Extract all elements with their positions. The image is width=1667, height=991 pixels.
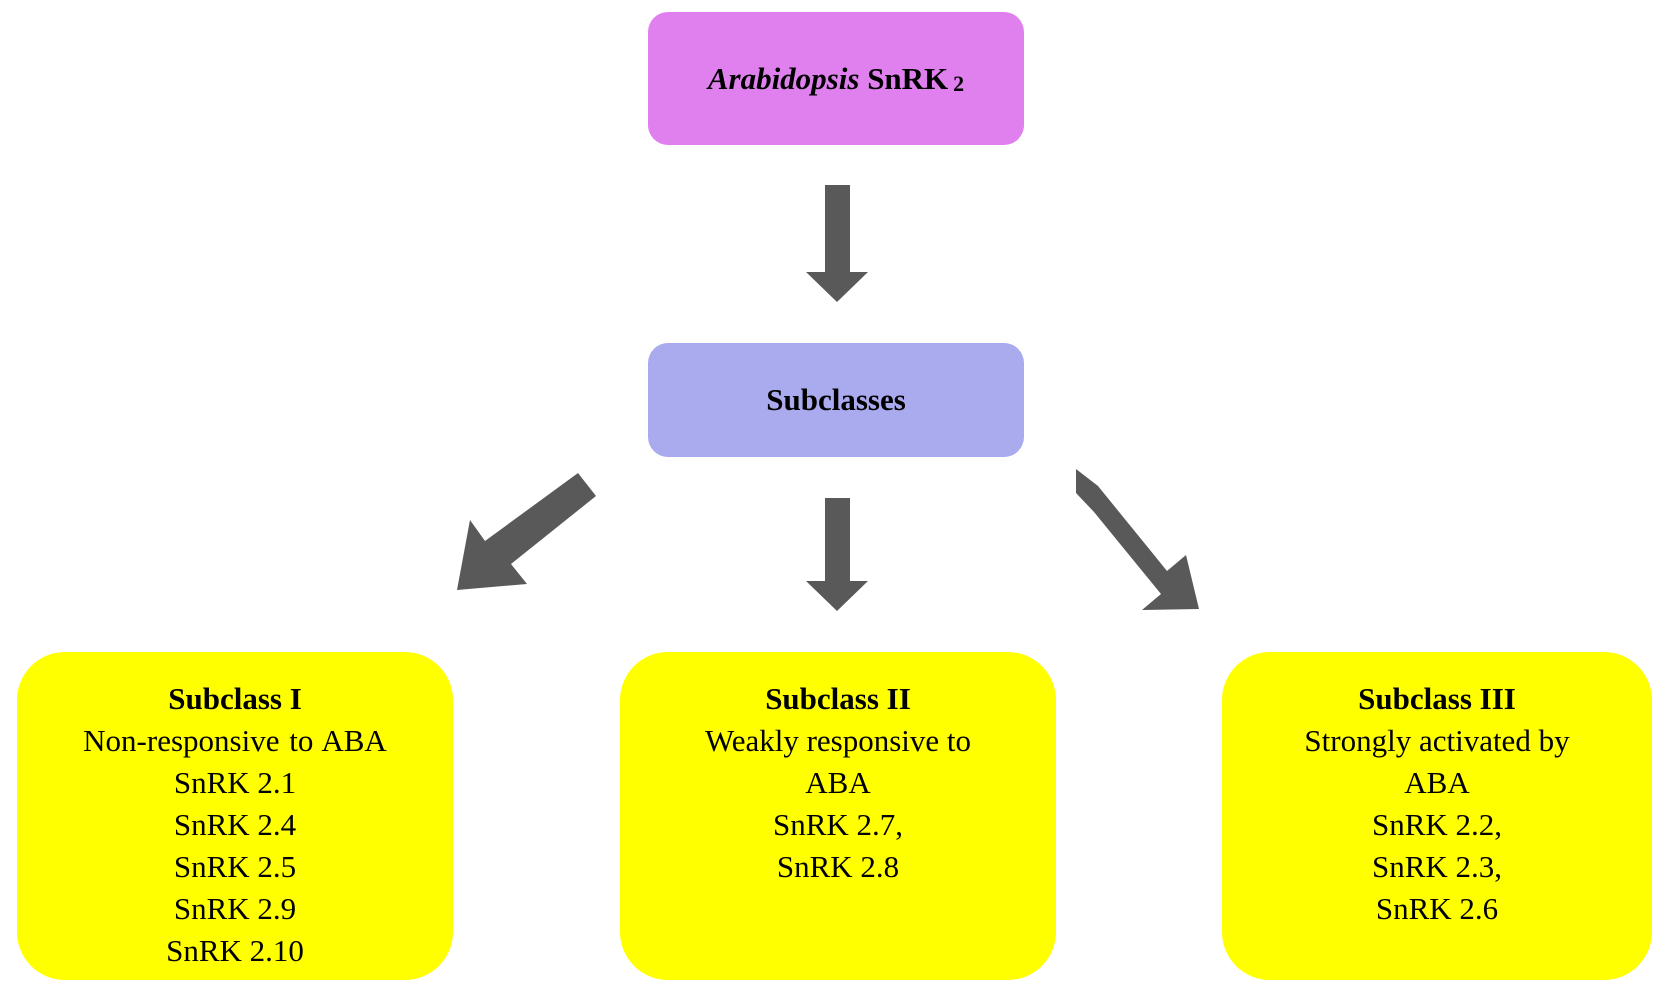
subclass-3-description: Strongly activated by ABA [1304,723,1570,800]
arrow-to-subclass-2 [806,498,868,611]
root-label-italic: Arabidopsis [707,60,860,96]
subclass-3-node: Subclass III Strongly activated by ABA S… [1222,652,1652,980]
subclass-2-title: Subclass II [765,681,911,716]
subclass-1-node: Subclass I Non-responsive to ABA SnRK 2.… [17,652,453,980]
subclass-1-members: SnRK 2.1 SnRK 2.4 SnRK 2.5 SnRK 2.9 SnRK… [166,765,304,968]
subclass-1-description: Non-responsive to ABA [83,723,387,758]
subclass-2-members: SnRK 2.7, SnRK 2.8 [772,807,904,884]
subclass-1-title: Subclass I [168,681,302,716]
subclass-3-title: Subclass III [1358,681,1516,716]
subclass-3-members: SnRK 2.2, SnRK 2.3, SnRK 2.6 [1371,807,1503,926]
subclasses-node: Subclasses [648,343,1024,457]
subclasses-label: Subclasses [766,382,906,417]
root-label-main: SnRK [867,60,949,96]
subclass-2-node: Subclass II Weakly responsive to ABA SnR… [620,652,1056,980]
arrow-to-subclass-3 [1076,469,1199,610]
arrow-to-subclass-1 [457,473,596,590]
root-label-sub: 2 [953,70,965,96]
arrow-root-to-subclasses [806,185,868,302]
subclass-2-description: Weakly responsive to ABA [704,723,972,800]
